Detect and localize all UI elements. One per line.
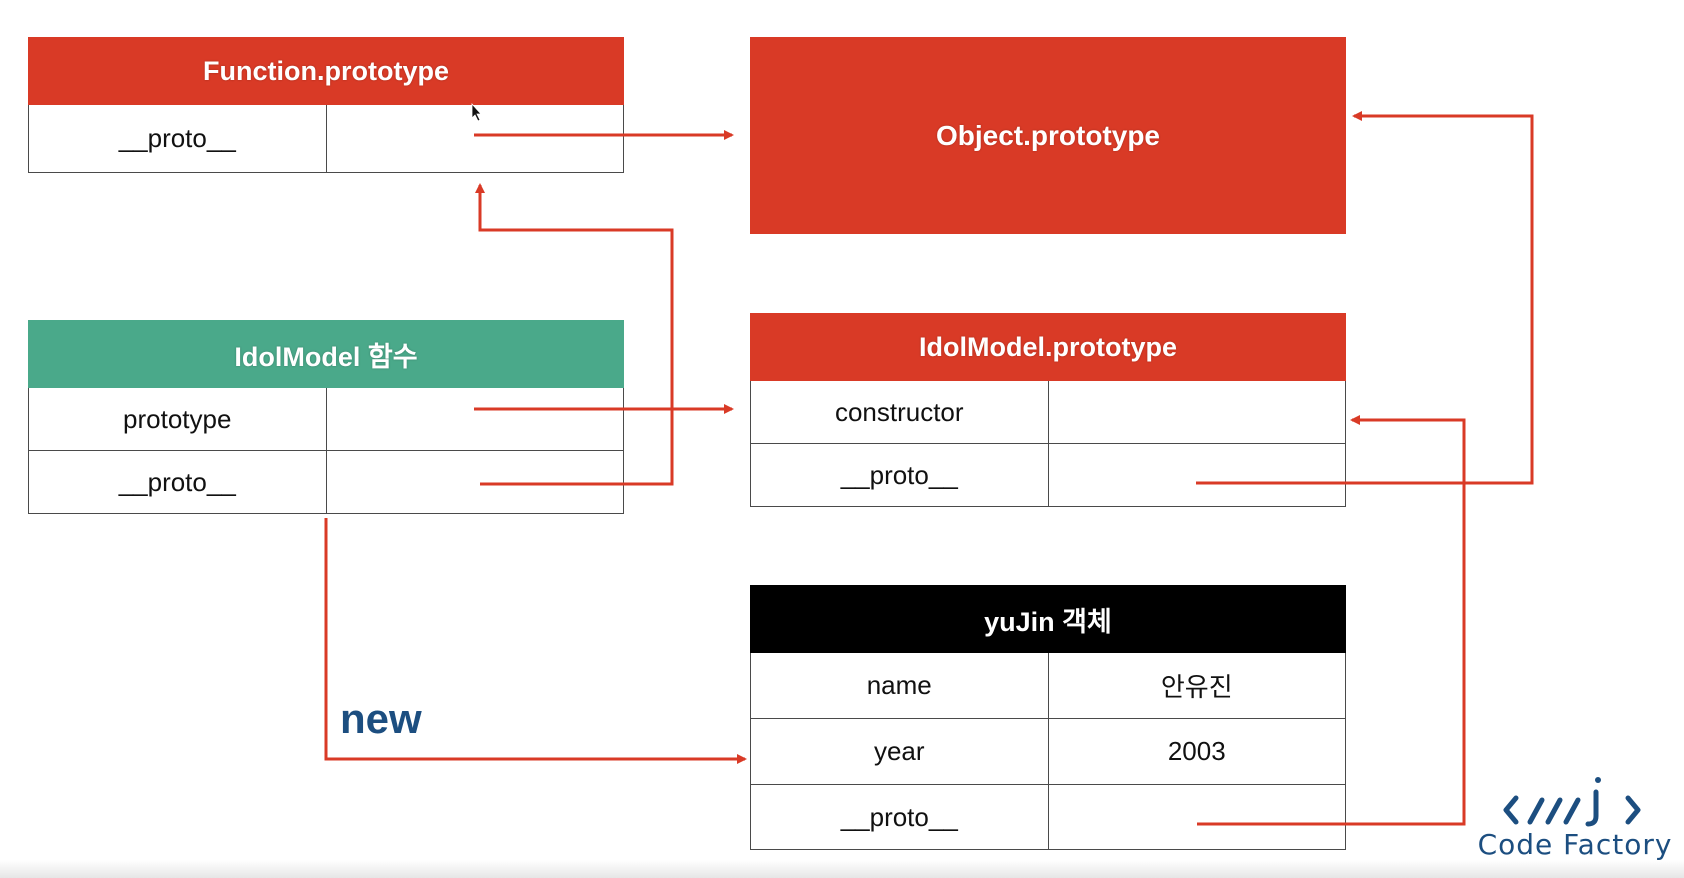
arrow-idolmodel-proto-to-function-prototype: [475, 183, 674, 486]
table-row: constructor: [751, 381, 1345, 443]
table-row: __proto__: [751, 784, 1345, 849]
cell-value: [325, 388, 624, 450]
cell-key: __proto__: [118, 466, 236, 497]
code-factory-logo: Code Factory: [1470, 770, 1680, 870]
new-label: new: [340, 695, 422, 742]
arrow-idolmodel-prototype-proto-to-object-prototype: [1196, 111, 1534, 485]
cell-key: __proto__: [840, 801, 958, 832]
yujin-object-title: yuJin 객체: [750, 585, 1346, 653]
yujin-object-table: name 안유진 year 2003 __proto__: [750, 653, 1346, 850]
cell-value: 안유진: [1047, 653, 1346, 718]
logo-text: Code Factory: [1477, 828, 1673, 861]
table-row: name 안유진: [751, 653, 1345, 718]
idol-model-prototype-box: IdolModel.prototype constructor __proto_…: [750, 313, 1346, 507]
idol-model-prototype-table: constructor __proto__: [750, 381, 1346, 507]
idol-model-function-box: IdolModel 함수 prototype __proto__: [28, 320, 624, 514]
yujin-object-box: yuJin 객체 name 안유진 year 2003 __proto__: [750, 585, 1346, 850]
cell-key: __proto__: [118, 123, 236, 153]
cell-value: [1047, 444, 1346, 506]
cell-value: [1047, 785, 1346, 849]
arrow-yujin-proto-to-idolmodel-prototype: [1197, 415, 1466, 826]
table-row: __proto__: [751, 443, 1345, 506]
function-prototype-box: Function.prototype __proto__: [28, 37, 624, 173]
cell-key: name: [866, 670, 932, 700]
table-row: __proto__: [29, 450, 623, 513]
cell-value: [1047, 381, 1346, 443]
cell-key: constructor: [834, 396, 964, 427]
object-prototype-title: Object.prototype: [935, 119, 1160, 151]
table-row: prototype: [29, 388, 623, 450]
table-row: __proto__: [29, 105, 623, 172]
cell-value: [325, 105, 624, 172]
cell-key: year: [873, 736, 925, 766]
cell-key: prototype: [123, 403, 232, 434]
cell-key: __proto__: [840, 459, 958, 490]
cell-value: 2003: [1047, 719, 1346, 784]
cell-value: [325, 451, 624, 513]
arrow-new-to-yujin-object: [324, 518, 747, 764]
table-row: year 2003: [751, 718, 1345, 784]
function-prototype-title: Function.prototype: [28, 37, 624, 105]
idol-model-prototype-title: IdolModel.prototype: [750, 313, 1346, 381]
object-prototype-box: Object.prototype: [750, 37, 1346, 234]
idol-model-function-title: IdolModel 함수: [28, 320, 624, 388]
bottom-band: [0, 860, 1684, 878]
code-brackets-icon: [1503, 777, 1641, 827]
function-prototype-table: __proto__: [28, 105, 624, 173]
cursor-icon: [471, 102, 482, 122]
